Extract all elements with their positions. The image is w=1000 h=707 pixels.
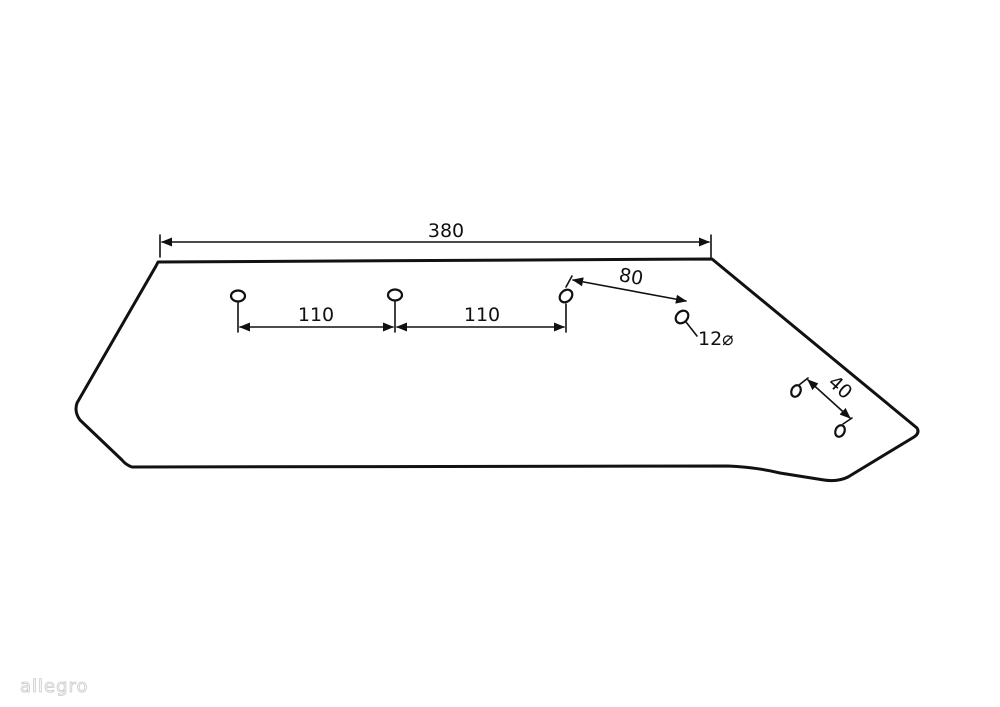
part-outline <box>74 257 920 483</box>
hole-6 <box>834 424 846 438</box>
dimension-label-overall: 380 <box>428 220 464 242</box>
extension-line-diag-2b <box>842 417 853 425</box>
hole-2 <box>386 288 404 302</box>
hole-3 <box>558 288 574 304</box>
dimension-label-spacing-1: 110 <box>298 304 334 326</box>
hole-1 <box>229 289 247 303</box>
dimension-label-diameter: 12⌀ <box>698 328 734 350</box>
extension-line-diag-1 <box>565 275 573 288</box>
dimension-label-diagonal-80: 80 <box>617 264 645 290</box>
watermark-logo: allegro <box>20 676 89 697</box>
dimension-line-diagonal-80 <box>571 277 688 304</box>
dimension-label-spacing-2: 110 <box>464 304 500 326</box>
extension-line-diag-2a <box>798 377 809 386</box>
dimension-line-diagonal-40 <box>807 379 851 419</box>
hole-4 <box>674 309 690 325</box>
hole-5 <box>790 384 802 398</box>
leader-line-diameter <box>685 321 698 337</box>
